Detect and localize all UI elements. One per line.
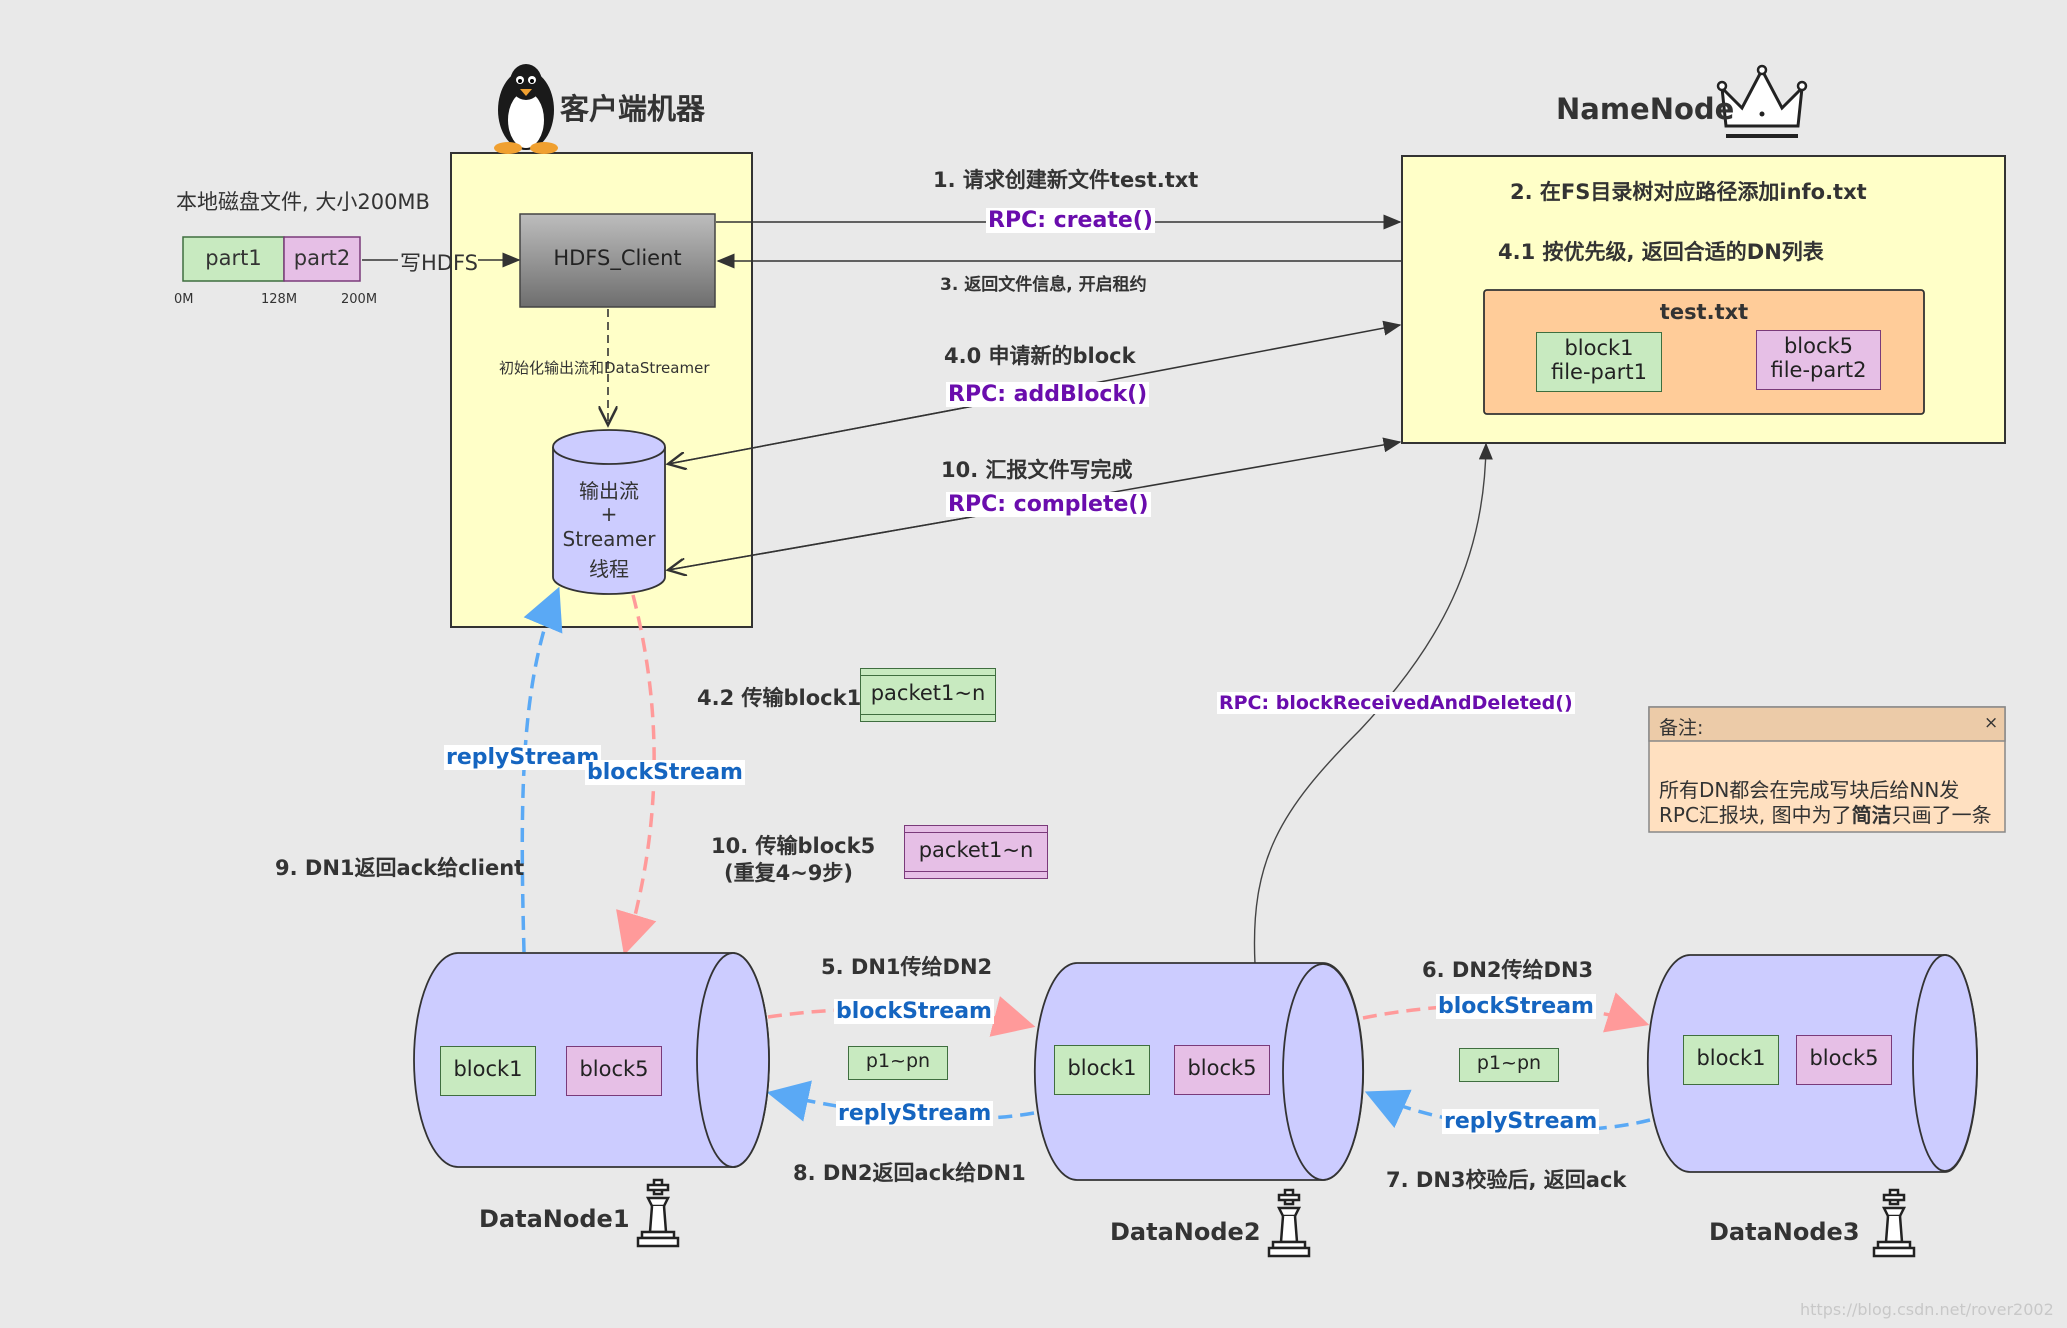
client-machine-title: 客户端机器 [560, 92, 706, 126]
step10-report-label: 10. 汇报文件写完成 [941, 458, 1133, 482]
write-hdfs-label: 写HDFS [400, 251, 479, 275]
packet-group-dn12-label: p1~pn [865, 1050, 931, 1072]
chess-piece-icon-dn1 [636, 1178, 680, 1248]
datanode1-name: DataNode1 [479, 1205, 630, 1233]
note-line2: RPC汇报块, 图中为了简洁只画了一条 [1659, 799, 1992, 828]
dn1-block5: block5 [566, 1046, 662, 1096]
datanode3-name: DataNode3 [1709, 1218, 1860, 1246]
namenode-step41: 4.1 按优先级, 返回合适的DN列表 [1498, 240, 1824, 264]
nn-block5-sub: file-part2 [1770, 358, 1867, 382]
step7-label: 7. DN3校验后, 返回ack [1386, 1168, 1627, 1192]
crown-icon [1716, 64, 1808, 138]
step42-label: 4.2 传输block1 [697, 686, 862, 710]
dn1-block5-label: block5 [579, 1057, 649, 1081]
dn2-block1-label: block1 [1067, 1056, 1137, 1080]
stream-label-4: 线程 [589, 557, 629, 581]
step6-label: 6. DN2传给DN3 [1422, 958, 1594, 982]
stream-label-1: 输出流 [579, 479, 639, 503]
part1-label: part1 [205, 246, 262, 270]
chess-piece-icon-dn3 [1872, 1188, 1916, 1258]
note-close-icon[interactable]: × [1984, 713, 1999, 733]
block-stream-label-dn23: blockStream [1436, 994, 1596, 1019]
block-stream-label-client: blockStream [585, 760, 745, 785]
dn3-block1: block1 [1683, 1035, 1779, 1085]
chess-piece-icon-dn2 [1267, 1188, 1311, 1258]
watermark: https://blog.csdn.net/rover2002 [1800, 1300, 2054, 1319]
step3-label: 3. 返回文件信息, 开启租约 [940, 275, 1147, 295]
nn-block1: block1 file-part1 [1536, 332, 1662, 392]
note-title: 备注: [1659, 717, 1704, 739]
namenode-title: NameNode [1556, 92, 1735, 126]
step1-label: 1. 请求创建新文件test.txt [933, 168, 1199, 192]
step40-label: 4.0 申请新的block [944, 344, 1136, 368]
step10-repeat-label: (重复4~9步) [724, 861, 854, 885]
step10-transfer-label: 10. 传输block5 [711, 834, 876, 858]
datanode2-name: DataNode2 [1110, 1218, 1261, 1246]
note-line2-a: RPC汇报块, 图中为了 [1659, 803, 1852, 827]
rpc-create-label: RPC: create() [986, 208, 1155, 233]
dn2-block1: block1 [1054, 1045, 1150, 1095]
step5-label: 5. DN1传给DN2 [821, 955, 993, 979]
dn3-block1-label: block1 [1696, 1046, 1766, 1070]
packet-group-2: packet1~n [904, 825, 1048, 879]
nn-block1-sub: file-part1 [1551, 360, 1647, 384]
step9-label: 9. DN1返回ack给client [275, 856, 525, 880]
stream-label-2: + [600, 502, 618, 526]
local-file-caption: 本地磁盘文件, 大小200MB [176, 190, 430, 214]
dn2-block5: block5 [1174, 1045, 1270, 1095]
dn3-block5: block5 [1796, 1035, 1892, 1085]
dn3-block5-label: block5 [1809, 1046, 1879, 1070]
reply-stream-label-client: replyStream [444, 745, 602, 770]
rpc-blockreceived-label: RPC: blockReceivedAndDeleted() [1217, 692, 1575, 714]
namenode-step2: 2. 在FS目录树对应路径添加info.txt [1510, 180, 1867, 204]
nn-block1-name: block1 [1564, 336, 1634, 360]
step8-label: 8. DN2返回ack给DN1 [793, 1161, 1026, 1185]
stream-label-3: Streamer [562, 527, 656, 551]
reply-stream-label-dn23: replyStream [1442, 1109, 1600, 1134]
linux-penguin-icon [494, 64, 558, 154]
nn-block5: block5 file-part2 [1756, 330, 1881, 390]
hdfs-client-box [519, 213, 716, 308]
dn1-block1: block1 [440, 1046, 536, 1096]
hdfs-client-label: HDFS_Client [553, 246, 682, 270]
packet-group-dn23-label: p1~pn [1476, 1052, 1542, 1074]
reply-stream-label-dn12: replyStream [836, 1101, 994, 1126]
output-stream-cylinder [552, 429, 666, 595]
dn1-block1-label: block1 [453, 1057, 523, 1081]
file-name-label: test.txt [1659, 300, 1749, 324]
packet-group-dn23: p1~pn [1459, 1048, 1559, 1082]
part2-label: part2 [293, 246, 351, 270]
note-line2-b: 简洁 [1851, 803, 1892, 827]
packet-group-2-label: packet1~n [918, 838, 1034, 862]
init-stream-label: 初始化输出流和DataStreamer [499, 359, 710, 377]
note-line1: 所有DN都会在完成写块后给NN发 [1659, 778, 1960, 802]
block-stream-label-dn12: blockStream [834, 999, 994, 1024]
packet-group-1: packet1~n [860, 668, 996, 722]
note-line2-c: 只画了一条 [1891, 803, 1992, 827]
packet-group-dn12: p1~pn [848, 1046, 948, 1080]
nn-block5-name: block5 [1783, 334, 1854, 358]
rpc-addblock-label: RPC: addBlock() [946, 382, 1150, 407]
tick-0m: 0M [174, 292, 194, 307]
rpc-complete-label: RPC: complete() [946, 492, 1151, 517]
tick-128m: 128M [261, 292, 298, 307]
packet-group-1-label: packet1~n [870, 681, 986, 705]
dn2-block5-label: block5 [1187, 1056, 1257, 1080]
tick-200m: 200M [341, 292, 378, 307]
